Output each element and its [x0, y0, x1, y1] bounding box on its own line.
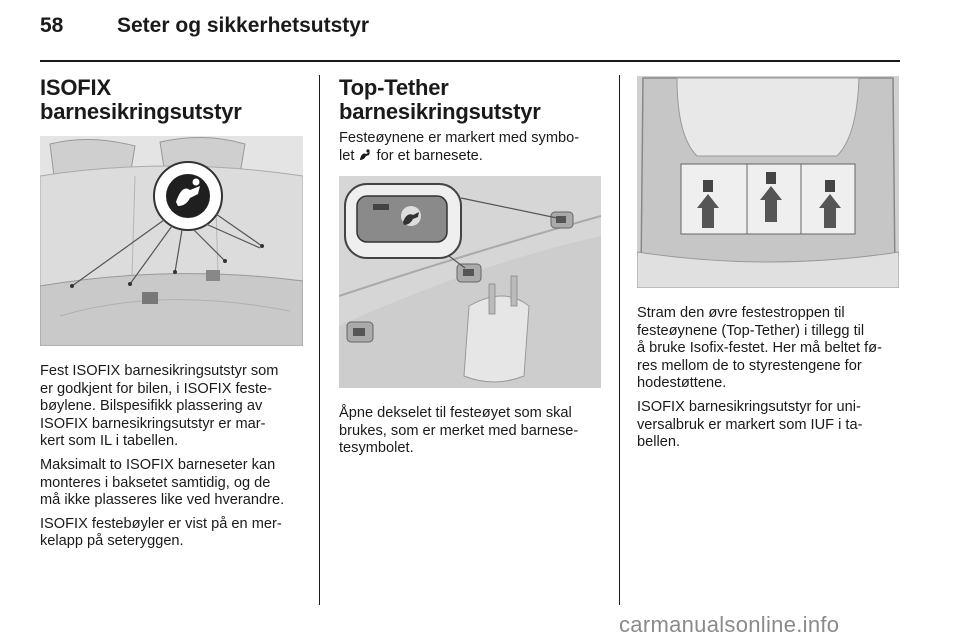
iuf-paragraph: ISOFIX barnesikringsutstyr for uni- vers… — [637, 399, 905, 452]
text-line: Maksimalt to ISOFIX barneseter kan — [40, 456, 276, 473]
top-tether-figure — [339, 176, 601, 388]
watermark-link[interactable]: carmanualsonline.info — [619, 612, 840, 637]
top-tether-intro: Festeøynene er markert med symbo- let fo… — [339, 130, 604, 165]
isofix-heading: ISOFIX barnesikringsutstyr — [40, 76, 305, 124]
isofix-heading-line2: barnesikringsutstyr — [40, 99, 242, 124]
text-line: res mellom de to styrestengene for — [637, 357, 862, 374]
text-line: for et barnesete. — [376, 147, 483, 164]
text-line: kert som IL i tabellen. — [40, 433, 179, 450]
top-tether-heading-line2: barnesikringsutstyr — [339, 99, 541, 124]
text-line: tesymbolet. — [339, 440, 414, 457]
text-line: kelapp på seteryggen. — [40, 533, 184, 550]
middle-text: Åpne dekselet til festeøyet som skal bru… — [339, 405, 607, 458]
left-text: Fest ISOFIX barnesikringsutstyr som er g… — [40, 363, 308, 551]
right-text: Stram den øvre festestroppen til festeøy… — [637, 305, 905, 452]
text-line: er godkjent for bilen, i ISOFIX feste- — [40, 380, 272, 397]
text-line: Åpne dekselet til festeøyet som skal — [339, 405, 572, 421]
middle-column: Top-Tether barnesikringsutstyr Festeøyne… — [339, 76, 604, 165]
text-line: versalbruk er markert som IUF i ta- — [637, 416, 863, 433]
isofix-paragraph-3: ISOFIX festebøyler er vist på en mer- ke… — [40, 516, 308, 551]
isofix-paragraph-2: Maksimalt to ISOFIX barneseter kan monte… — [40, 457, 308, 510]
page-number: 58 — [40, 14, 64, 37]
column-divider-left — [319, 75, 320, 605]
isofix-seat-figure — [40, 136, 303, 346]
isofix-heading-line1: ISOFIX — [40, 75, 111, 100]
strap-paragraph: Stram den øvre festestroppen til festeøy… — [637, 305, 905, 393]
text-line: må ikke plasseres like ved hverandre. — [40, 492, 285, 509]
text-line: Festeøynene er markert med symbo- — [339, 130, 580, 146]
top-tether-heading: Top-Tether barnesikringsutstyr — [339, 76, 604, 124]
column-divider-right — [619, 75, 620, 605]
left-column: ISOFIX barnesikringsutstyr — [40, 76, 305, 124]
text-line: brukes, som er merket med barnese- — [339, 422, 579, 439]
text-line: monteres i baksetet samtidig, og de — [40, 474, 271, 491]
text-line: Fest ISOFIX barnesikringsutstyr som — [40, 363, 279, 379]
text-line: hodestøttene. — [637, 375, 727, 392]
header-rule — [40, 60, 900, 62]
text-line: let — [339, 147, 355, 164]
text-line: ISOFIX festebøyler er vist på en mer- — [40, 515, 282, 532]
text-line: Stram den øvre festestroppen til — [637, 305, 845, 321]
page-header-title: Seter og sikkerhetsutstyr — [117, 14, 370, 37]
isofix-paragraph-1: Fest ISOFIX barnesikringsutstyr som er g… — [40, 363, 308, 451]
text-line: bøylene. Bilspesifikk plassering av — [40, 398, 263, 415]
text-line: å bruke Isofix-festet. Her må beltet fø- — [637, 340, 882, 357]
child-seat-icon — [360, 148, 371, 160]
text-line: festeøynene (Top-Tether) i tillegg til — [637, 322, 865, 339]
text-line: ISOFIX barnesikringsutstyr for uni- — [637, 398, 861, 415]
top-tether-heading-line1: Top-Tether — [339, 75, 449, 100]
trunk-anchor-figure — [637, 76, 899, 288]
top-tether-paragraph: Åpne dekselet til festeøyet som skal bru… — [339, 405, 607, 458]
text-line: bellen. — [637, 434, 681, 451]
text-line: ISOFIX barnesikringsutstyr er mar- — [40, 415, 266, 432]
